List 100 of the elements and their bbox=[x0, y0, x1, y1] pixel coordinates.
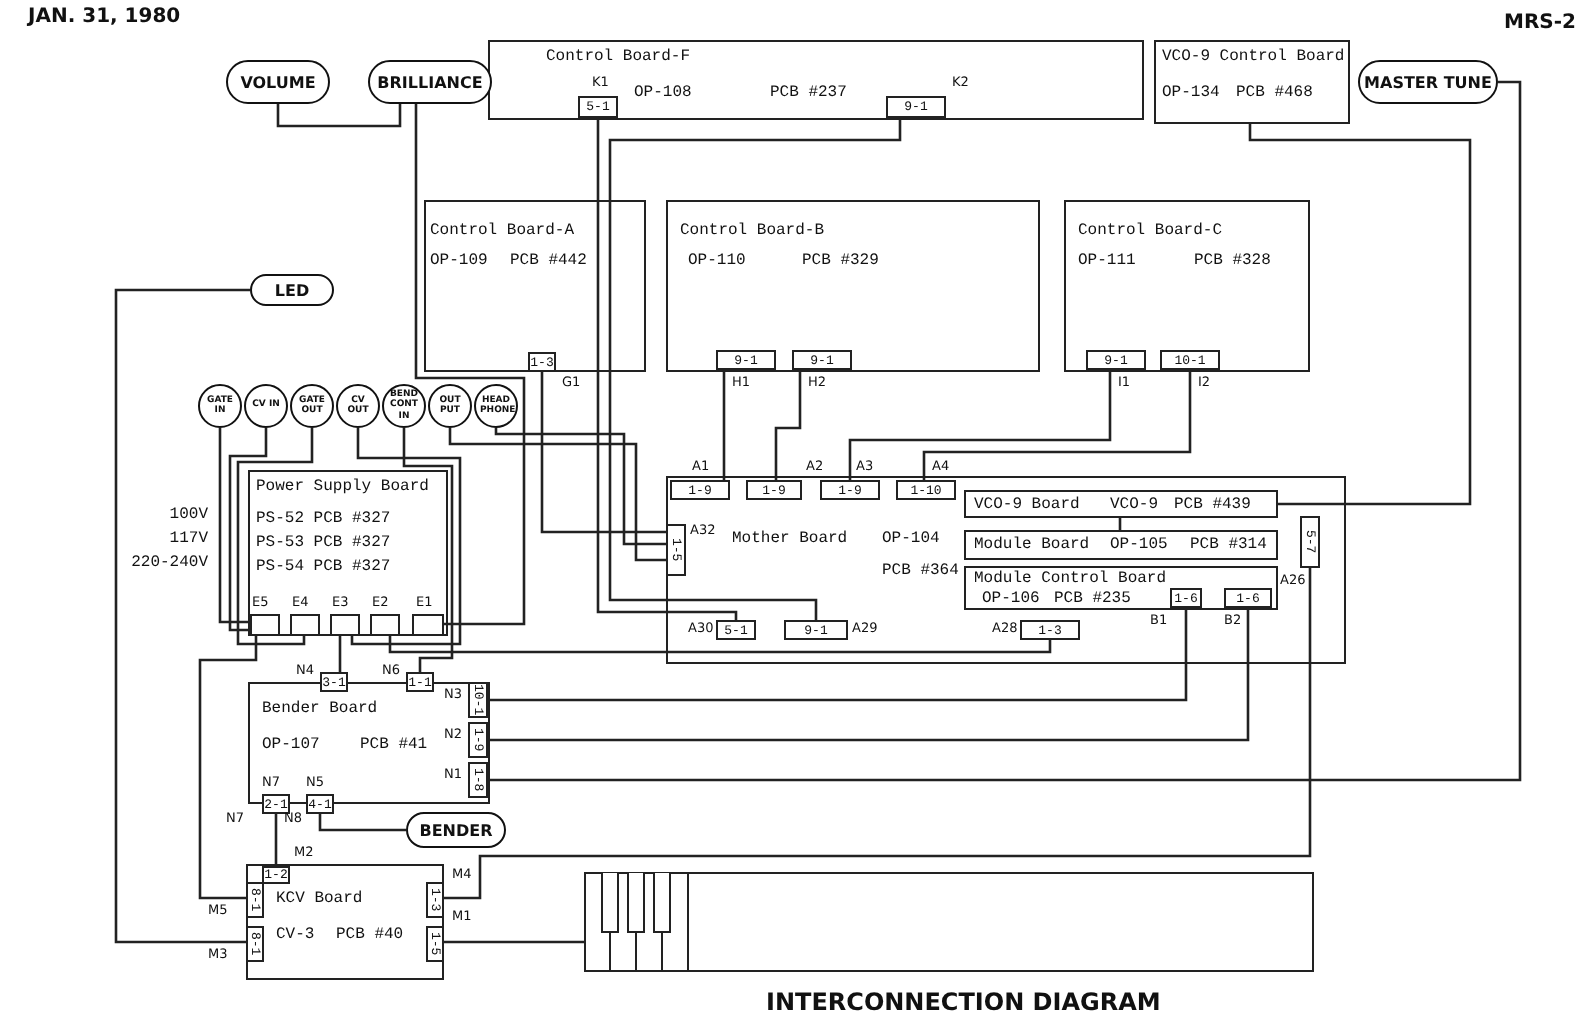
page-number: MRS-2 bbox=[1504, 12, 1576, 34]
cable-line bbox=[444, 568, 1312, 900]
connector-block bbox=[1086, 350, 1146, 370]
board-detail: OP-134 bbox=[1162, 84, 1220, 102]
board-name: Module Control Board bbox=[974, 570, 1167, 588]
circuit-board bbox=[666, 476, 1346, 664]
circuit-board bbox=[964, 566, 1278, 610]
cable-line bbox=[1248, 124, 1472, 506]
board-detail: PS-52 PCB #327 bbox=[256, 510, 391, 528]
board-detail: OP-108 bbox=[634, 84, 692, 102]
cable-line bbox=[276, 104, 402, 128]
board-detail: VCO-9 bbox=[1110, 496, 1159, 514]
board-name: Control Board-F bbox=[546, 48, 691, 66]
board-detail: OP-109 bbox=[430, 252, 488, 270]
jack-socket bbox=[244, 384, 288, 428]
cable-line bbox=[236, 428, 314, 646]
cable-line bbox=[402, 428, 454, 672]
board-detail: PS-53 PCB #327 bbox=[256, 534, 391, 552]
cable-line bbox=[608, 118, 902, 620]
cable-line bbox=[774, 370, 802, 480]
board-detail: PCB #314 bbox=[1190, 536, 1267, 554]
control-label: MASTER TUNE bbox=[1364, 73, 1492, 91]
connector-block bbox=[246, 926, 264, 962]
page-date: JAN. 31, 1980 bbox=[28, 6, 181, 28]
circuit-board bbox=[1064, 200, 1310, 372]
connector-block bbox=[670, 480, 730, 500]
circuit-board bbox=[424, 200, 646, 372]
cable-line bbox=[596, 118, 738, 620]
connector-block bbox=[250, 614, 280, 636]
board-name: Control Board-B bbox=[680, 222, 825, 240]
connector-block bbox=[578, 96, 618, 118]
connector-block bbox=[468, 762, 488, 798]
cable-line bbox=[218, 428, 250, 624]
control-label: LED bbox=[274, 281, 310, 299]
cable-line bbox=[848, 370, 1112, 480]
circuit-board bbox=[666, 200, 1040, 372]
cable-line bbox=[338, 636, 342, 672]
cable-line bbox=[198, 636, 258, 900]
connector-block bbox=[896, 480, 956, 500]
board-detail: OP-104 bbox=[882, 530, 940, 548]
connector-block bbox=[716, 620, 756, 640]
cable-line bbox=[274, 814, 278, 866]
connector-block bbox=[412, 614, 444, 636]
cable-line bbox=[1118, 518, 1122, 530]
cable-line bbox=[318, 814, 406, 832]
circuit-board bbox=[248, 470, 448, 636]
connector-block bbox=[1160, 350, 1220, 370]
cable-line bbox=[722, 370, 726, 480]
jack-socket bbox=[290, 384, 334, 428]
cable-line bbox=[350, 428, 462, 646]
connector-block bbox=[290, 614, 320, 636]
board-name: VCO-9 Board bbox=[974, 496, 1080, 514]
circuit-board bbox=[964, 490, 1278, 518]
board-name: Mother Board bbox=[732, 530, 848, 548]
board-detail: OP-107 bbox=[262, 736, 320, 754]
circuit-board bbox=[1154, 40, 1350, 124]
cable-line bbox=[444, 940, 584, 944]
connector-block bbox=[246, 882, 264, 918]
circuit-board bbox=[964, 530, 1278, 560]
board-name: Bender Board bbox=[262, 700, 378, 718]
connector-block bbox=[468, 722, 488, 758]
board-detail: OP-110 bbox=[688, 252, 746, 270]
board-name: KCV Board bbox=[276, 890, 363, 908]
connector-block bbox=[792, 350, 852, 370]
cable-line bbox=[488, 608, 1188, 702]
jack-socket bbox=[336, 384, 380, 428]
control-label: VOLUME bbox=[240, 73, 316, 91]
board-detail: PCB #328 bbox=[1194, 252, 1271, 270]
board-detail: PCB #468 bbox=[1236, 84, 1313, 102]
board-detail: OP-106 bbox=[982, 590, 1040, 608]
jack-socket bbox=[474, 384, 518, 428]
jack-socket bbox=[198, 384, 242, 428]
connector-block bbox=[784, 620, 848, 640]
board-detail: PCB #439 bbox=[1174, 496, 1251, 514]
board-name: Power Supply Board bbox=[256, 478, 429, 496]
connector-block bbox=[1300, 516, 1320, 568]
circuit-board bbox=[488, 40, 1144, 120]
control-label: BENDER bbox=[419, 821, 493, 839]
board-detail: PCB #364 bbox=[882, 562, 959, 580]
board-detail: CV-3 bbox=[276, 926, 315, 944]
voltage-label: 100V bbox=[167, 508, 208, 522]
voltage-label: 117V bbox=[167, 532, 208, 546]
board-name: VCO-9 Control Board bbox=[1162, 48, 1345, 66]
board-detail: PCB #329 bbox=[802, 252, 879, 270]
cable-line bbox=[228, 428, 268, 632]
board-detail: PCB #235 bbox=[1054, 590, 1131, 608]
cable-line bbox=[922, 370, 1192, 480]
board-detail: OP-111 bbox=[1078, 252, 1136, 270]
cable-line bbox=[494, 428, 666, 546]
connector-block bbox=[370, 614, 400, 636]
connector-block bbox=[716, 350, 776, 370]
cable-line bbox=[388, 636, 1052, 654]
connector-block bbox=[1020, 620, 1080, 640]
keyboard-drawing bbox=[584, 872, 1314, 972]
cable-line bbox=[488, 80, 1522, 782]
board-detail: PS-54 PCB #327 bbox=[256, 558, 391, 576]
cable-line bbox=[114, 288, 250, 944]
board-detail: PCB #237 bbox=[770, 84, 847, 102]
connector-block bbox=[820, 480, 880, 500]
jack-socket bbox=[428, 384, 472, 428]
